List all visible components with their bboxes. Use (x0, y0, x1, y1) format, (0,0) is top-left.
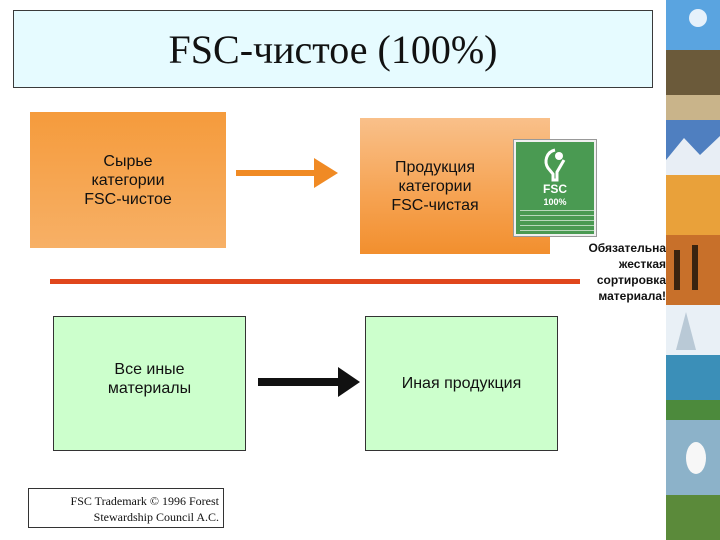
title-box: FSC-чистое (100%) (13, 10, 653, 88)
black-arrow-head (338, 367, 360, 397)
orange-arrow-shaft (236, 170, 316, 176)
orange-arrow-head (314, 158, 338, 188)
logo-percent: 100% (543, 197, 567, 207)
trademark-box: FSC Trademark © 1996 Forest Stewardship … (28, 488, 224, 528)
tree-check-icon (544, 148, 566, 182)
black-arrow (258, 367, 360, 397)
other-materials-box: Все иные материалы (53, 316, 246, 451)
other-product-box: Иная продукция (365, 316, 558, 451)
nature-photo-strip (666, 0, 720, 540)
photo-sunset (666, 175, 720, 235)
photo-beach (666, 95, 720, 120)
black-arrow-shaft (258, 378, 340, 386)
fsc-logo: FSC 100% (514, 140, 596, 236)
photo-meadow (666, 495, 720, 540)
sorting-note: Обязательна жесткая сортировка материала… (588, 241, 666, 303)
raw-fsc-box: Сырье категории FSC-чистое (30, 112, 226, 248)
logo-fine-print (520, 210, 594, 232)
separator-line (50, 279, 580, 284)
page-title: FSC-чистое (100%) (168, 26, 498, 72)
photo-sun (689, 9, 707, 27)
logo-brand: FSC (543, 182, 567, 196)
orange-arrow (236, 158, 338, 188)
